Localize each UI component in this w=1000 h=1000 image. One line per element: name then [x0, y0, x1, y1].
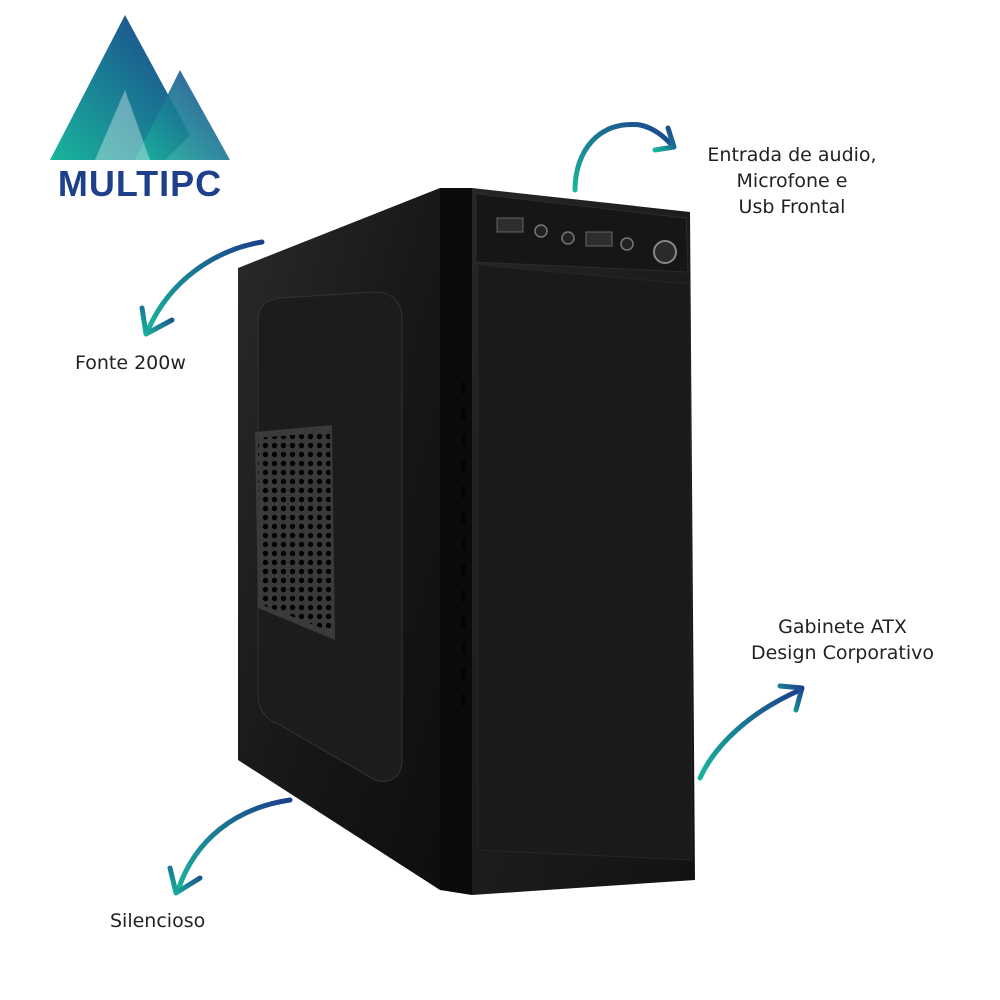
pc-case-tower-icon — [238, 188, 695, 895]
brand-name: MULTIPC — [57, 163, 223, 204]
brand-logo: MULTIPC — [40, 15, 240, 204]
label-psu: Fonte 200w — [75, 352, 186, 374]
logo-mountain-icon — [50, 15, 230, 160]
arrow-case-icon — [697, 687, 803, 781]
label-audio-usb-line-1: Entrada de audio, — [707, 144, 877, 166]
arrow-silent-icon — [175, 797, 293, 893]
label-audio-usb-line-3: Usb Frontal — [738, 196, 846, 218]
arrow-audio-icon — [572, 121, 675, 193]
label-audio-usb: Entrada de audio, Microfone e Usb Fronta… — [692, 142, 892, 220]
label-case-line-1: Gabinete ATX — [778, 616, 907, 638]
label-silent: Silencioso — [110, 910, 206, 932]
label-case-line-2: Design Corporativo — [750, 642, 935, 664]
arrow-psu-icon — [145, 239, 265, 333]
label-case: Gabinete ATX Design Corporativo — [730, 614, 955, 666]
label-audio-usb-line-2: Microfone e — [736, 170, 848, 192]
